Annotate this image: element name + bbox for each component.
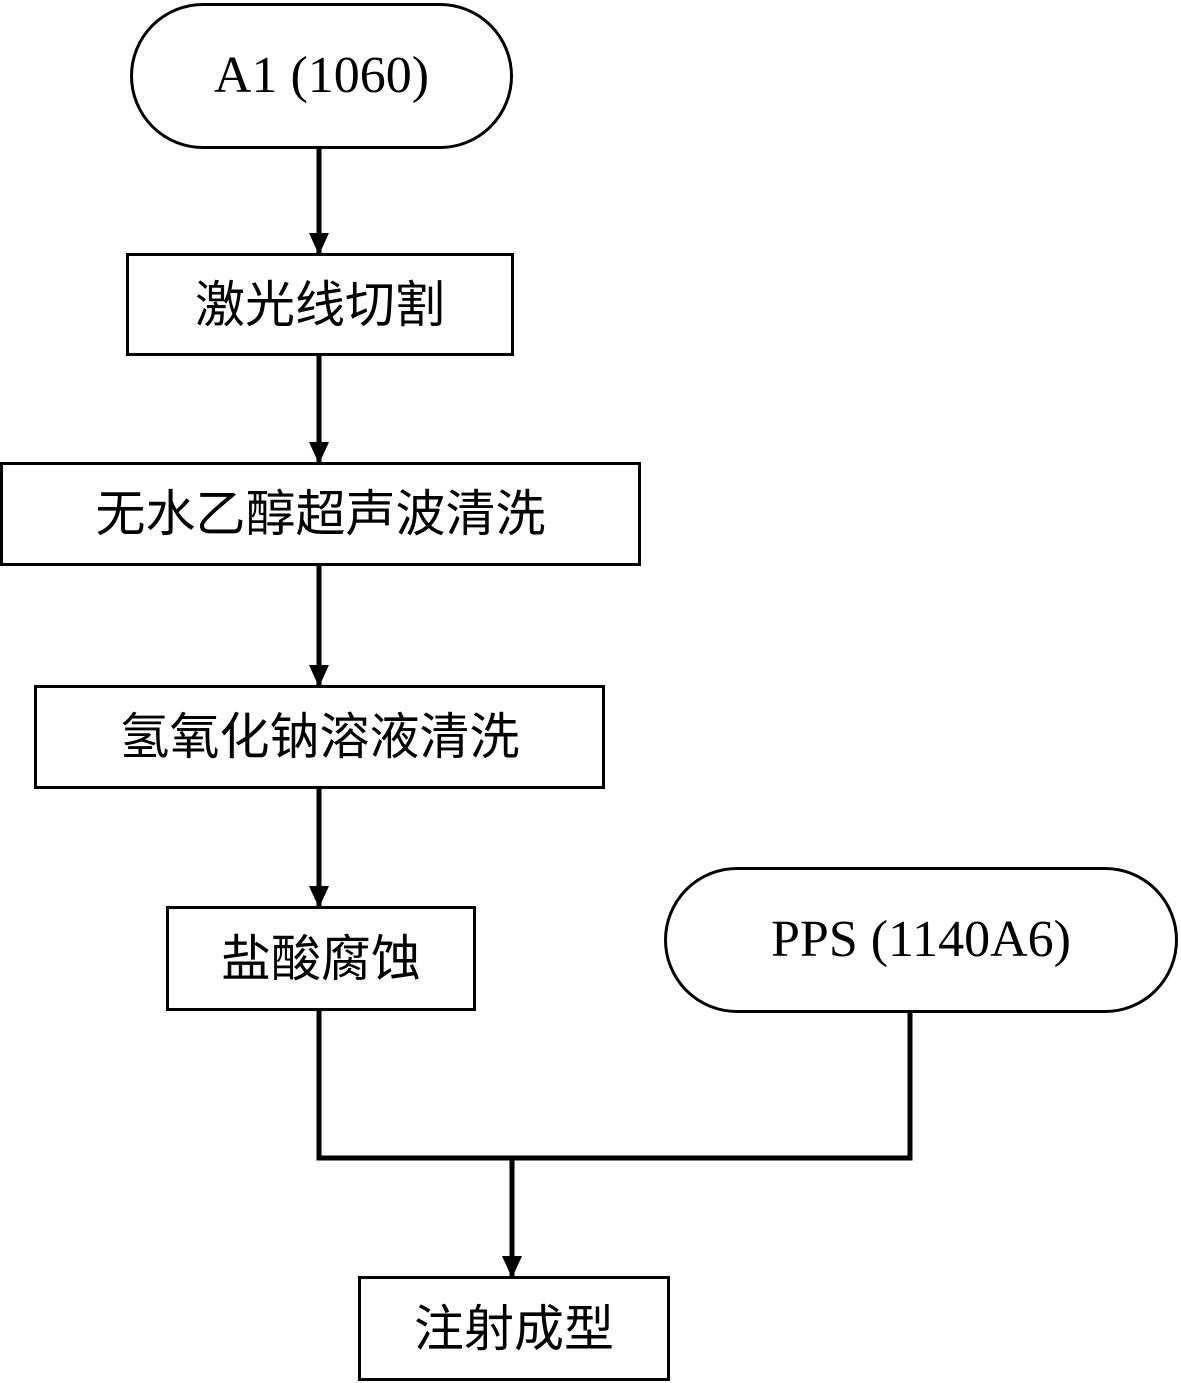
start-terminal-a1: A1 (1060): [130, 3, 513, 149]
connector-hcl-down-to-merge: [316, 1011, 512, 1161]
process-injection-molding: 注射成型: [358, 1276, 670, 1381]
process-ethanol-ultrasonic-cleaning: 无水乙醇超声波清洗: [0, 462, 641, 566]
process-naoh-cleaning: 氢氧化钠溶液清洗: [34, 685, 605, 789]
start-terminal-label: A1 (1060): [213, 47, 430, 104]
process-laser-cutting: 激光线切割: [126, 253, 514, 356]
connector-pps-down-to-merge: [512, 1013, 913, 1161]
ethanol-cleaning-label: 无水乙醇超声波清洗: [95, 485, 546, 543]
injection-molding-label: 注射成型: [414, 1299, 614, 1358]
pps-terminal-label: PPS (1140A6): [770, 911, 1071, 968]
laser-cutting-label: 激光线切割: [195, 275, 445, 334]
start-terminal-pps: PPS (1140A6): [664, 867, 1178, 1013]
naoh-cleaning-label: 氢氧化钠溶液清洗: [119, 708, 520, 766]
hcl-etching-label: 盐酸腐蚀: [221, 929, 421, 988]
